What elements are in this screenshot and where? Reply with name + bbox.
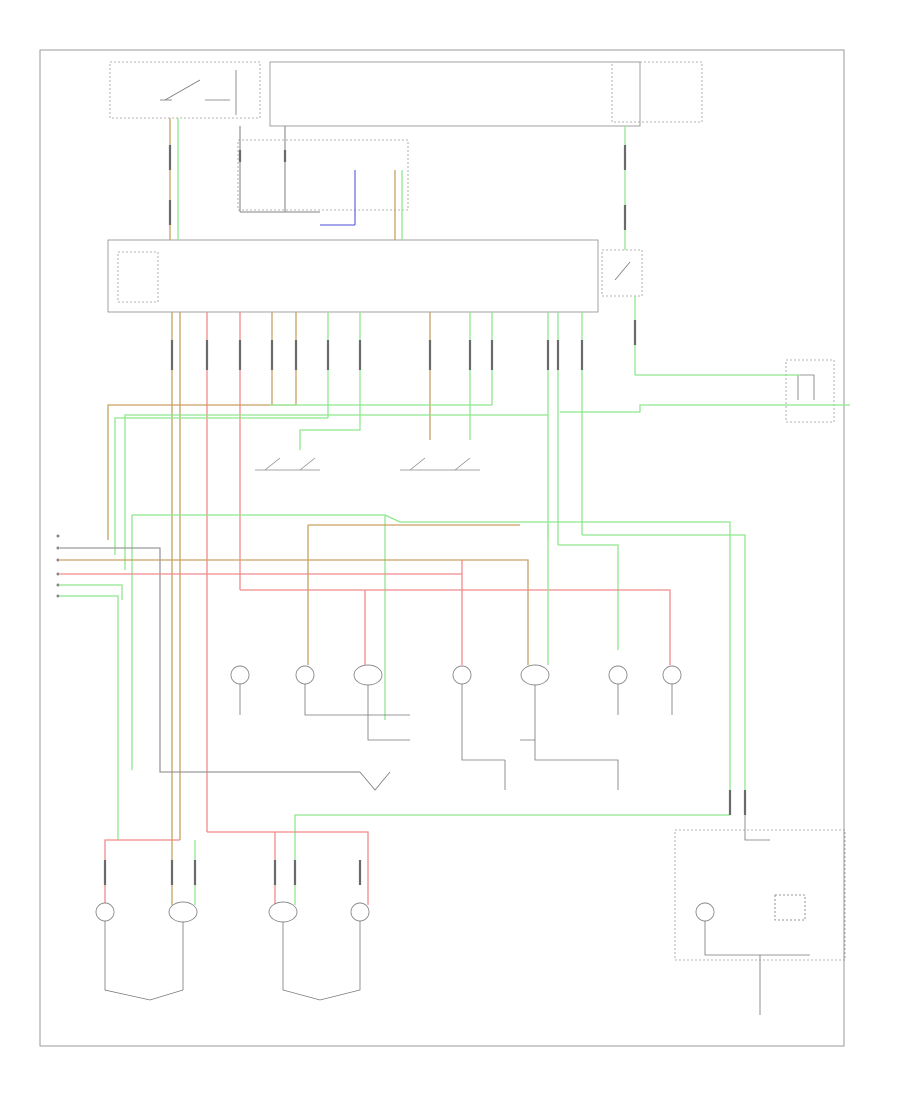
right-bottom-box <box>674 829 846 961</box>
upper-switch-symbols <box>255 457 480 471</box>
horizontal-bus-lines <box>60 404 850 840</box>
top-right-relay-box <box>611 61 703 123</box>
lower-wires <box>104 790 731 905</box>
lighting-switch-box <box>237 139 409 211</box>
right-relay-contact <box>797 374 815 400</box>
middle-ground-wires <box>239 684 673 791</box>
top-wires <box>169 118 800 376</box>
bottom-bulbs <box>95 901 715 923</box>
top-connectors <box>168 145 637 345</box>
right-relay-box <box>785 359 835 423</box>
control-unit-inner <box>117 251 159 303</box>
bottom-ground-wires <box>104 815 810 1015</box>
top-fuse-box <box>269 61 641 127</box>
diagram-frame <box>39 49 845 1047</box>
middle-bulb-row <box>230 664 682 686</box>
output-connectors <box>170 340 584 370</box>
control-unit-box <box>107 239 599 313</box>
brake-switch-contact <box>614 261 631 281</box>
top-left-switch-box <box>109 61 261 119</box>
control-unit-output-wires <box>171 312 583 840</box>
left-connector-pins <box>56 534 60 598</box>
lower-connectors <box>103 790 747 885</box>
switch-symbol <box>160 70 237 115</box>
brake-switch-box <box>601 249 643 297</box>
